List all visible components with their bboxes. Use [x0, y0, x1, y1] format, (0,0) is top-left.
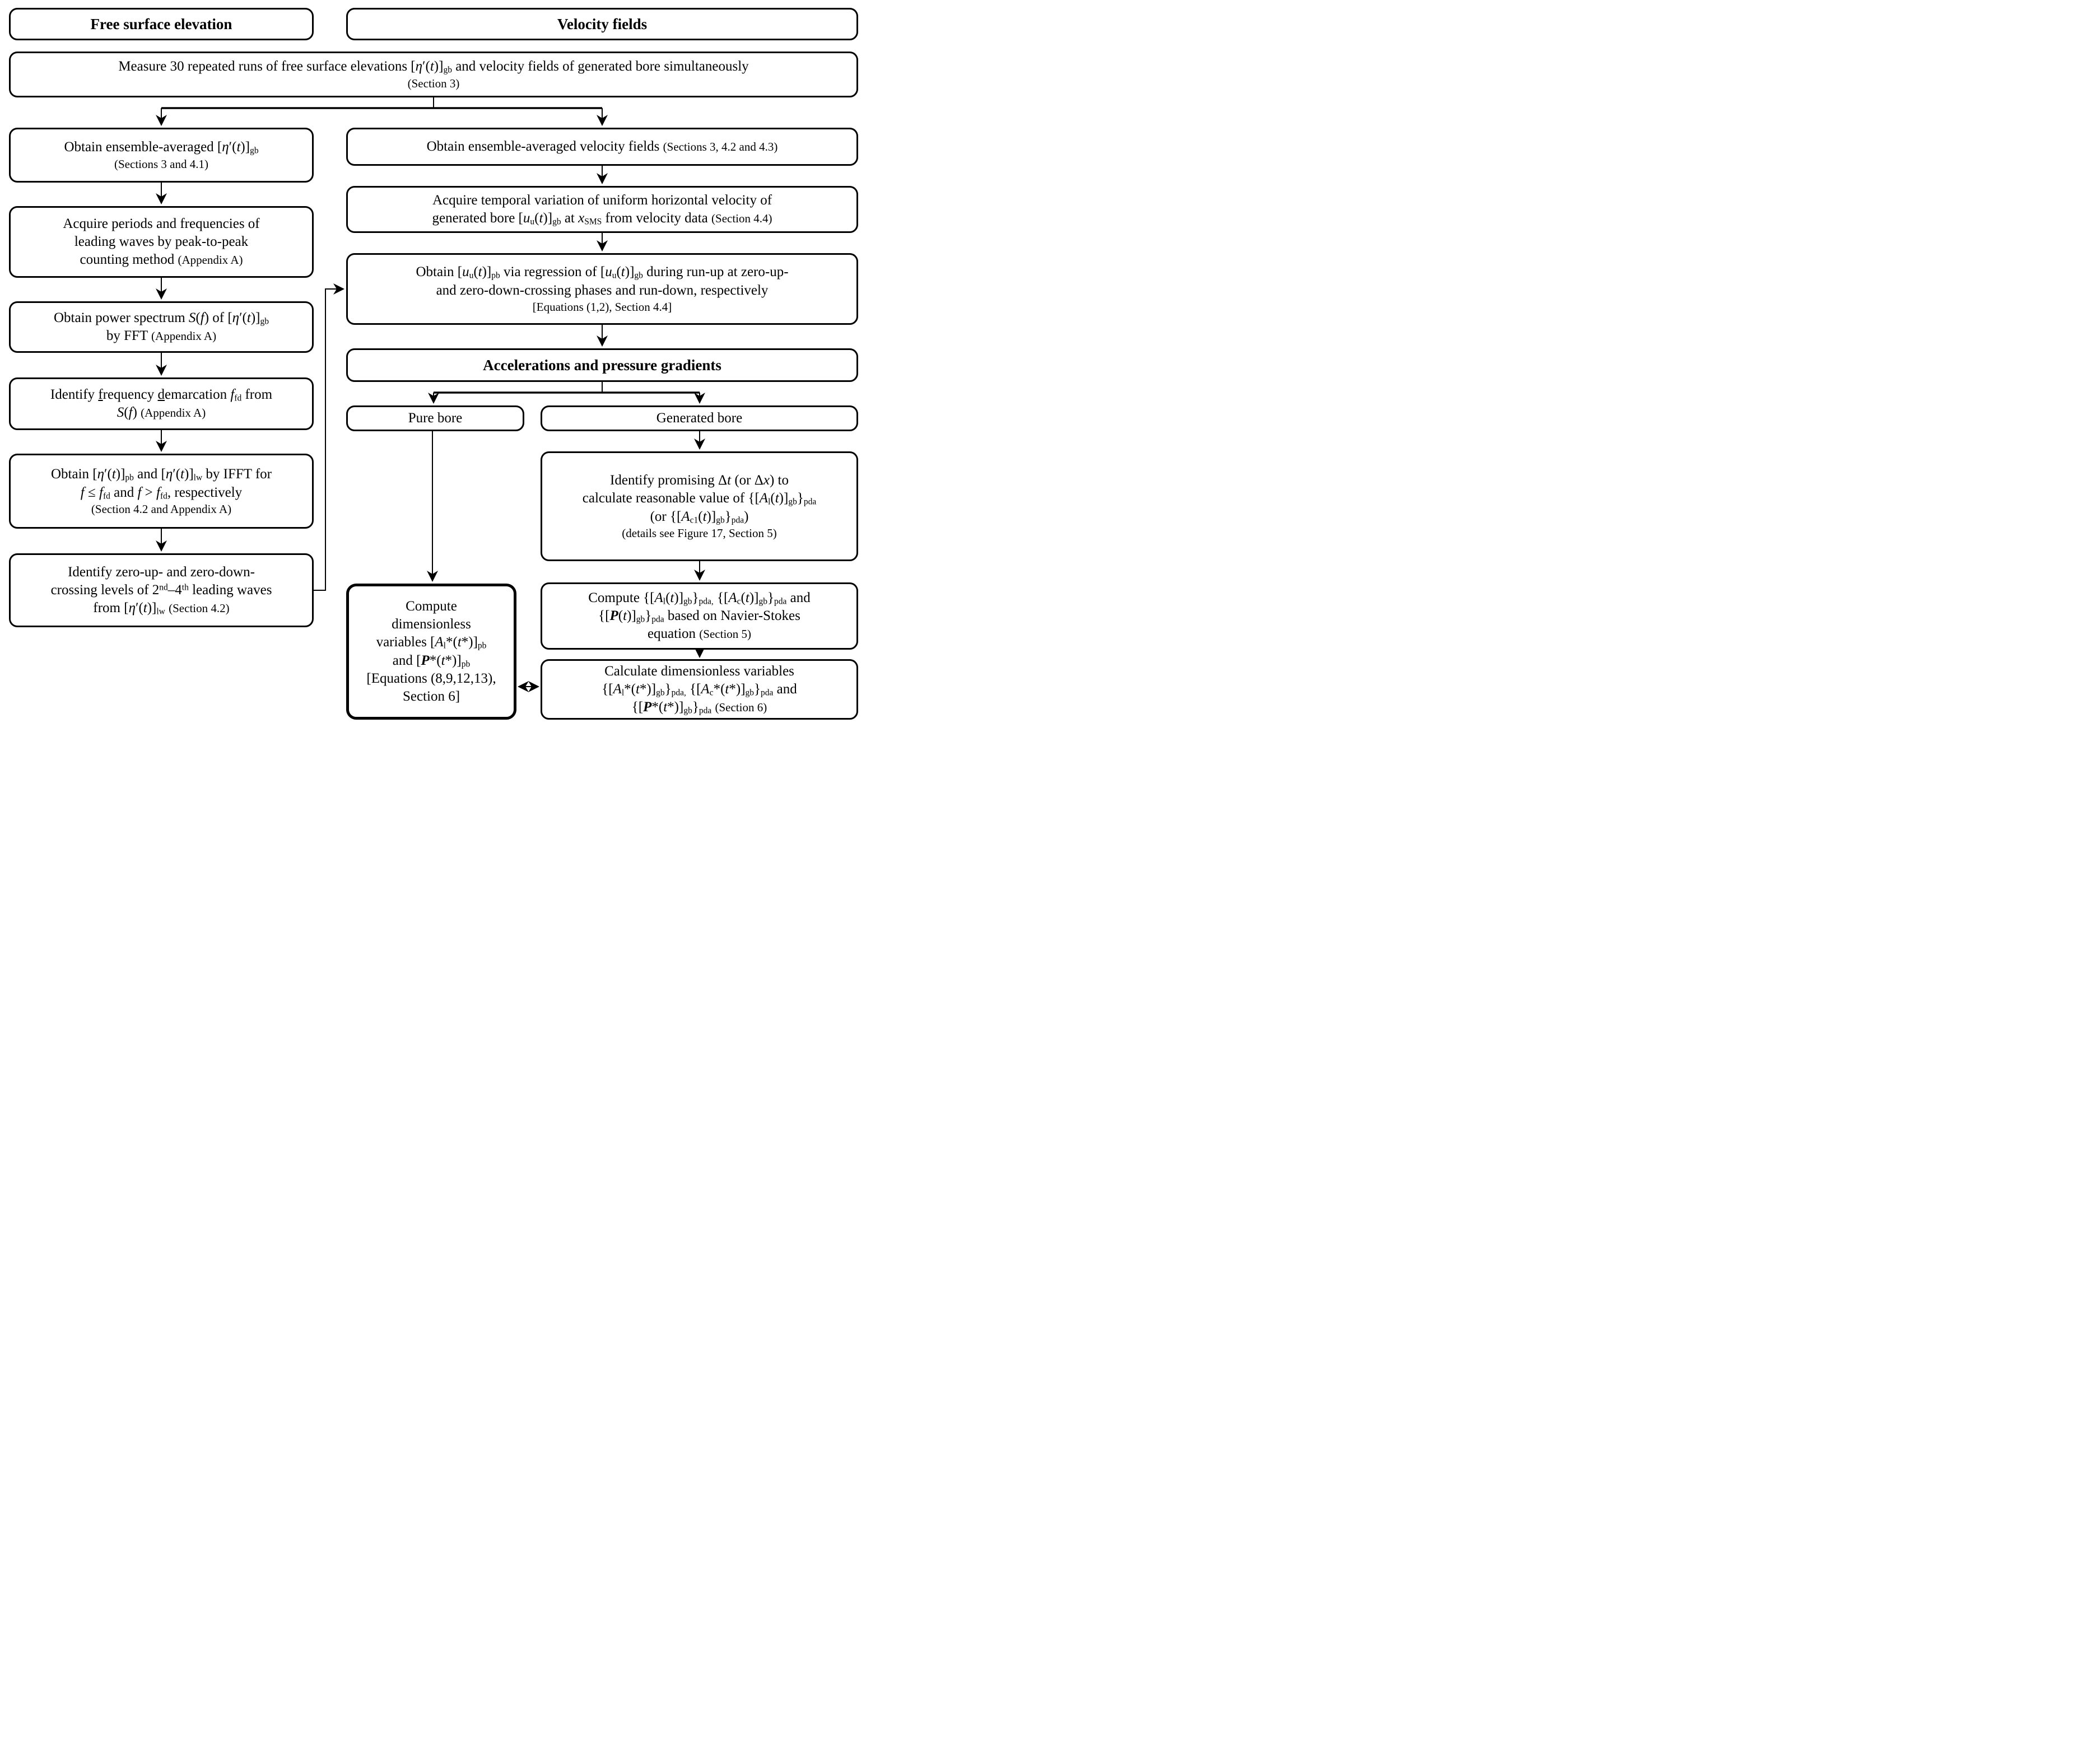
node-measure-runs: Measure 30 repeated runs of free surface…: [9, 52, 858, 97]
node-pure-bore: Pure bore: [346, 405, 524, 431]
node-compute-navier-stokes: Compute {[Al(t)]gb}pda, {[Ac(t)]gb}pda a…: [541, 582, 858, 650]
node-regression: Obtain [uu(t)]pb via regression of [uu(t…: [346, 253, 858, 325]
node-zero-crossing-levels: Identify zero-up- and zero-down-crossing…: [9, 553, 314, 627]
node-temporal-variation: Acquire temporal variation of uniform ho…: [346, 186, 858, 233]
node-ensemble-averaged-velocity: Obtain ensemble-averaged velocity fields…: [346, 128, 858, 166]
node-calculate-dimensionless-gb: Calculate dimensionless variables{[Al*(t…: [541, 659, 858, 720]
node-ensemble-averaged-eta: Obtain ensemble-averaged [η′(t)]gb(Secti…: [9, 128, 314, 183]
elbow-zerocrossing-to-regression: [314, 283, 344, 591]
connector-layer: [156, 97, 705, 692]
header-velocity-fields: Velocity fields: [346, 8, 858, 40]
header-accelerations-pressure-gradients: Accelerations and pressure gradients: [346, 348, 858, 382]
flowchart-canvas: Free surface elevation Velocity fields M…: [0, 0, 868, 729]
header-free-surface-elevation: Free surface elevation: [9, 8, 314, 40]
node-ifft: Obtain [η′(t)]pb and [η′(t)]lw by IFFT f…: [9, 454, 314, 529]
node-generated-bore: Generated bore: [541, 405, 858, 431]
